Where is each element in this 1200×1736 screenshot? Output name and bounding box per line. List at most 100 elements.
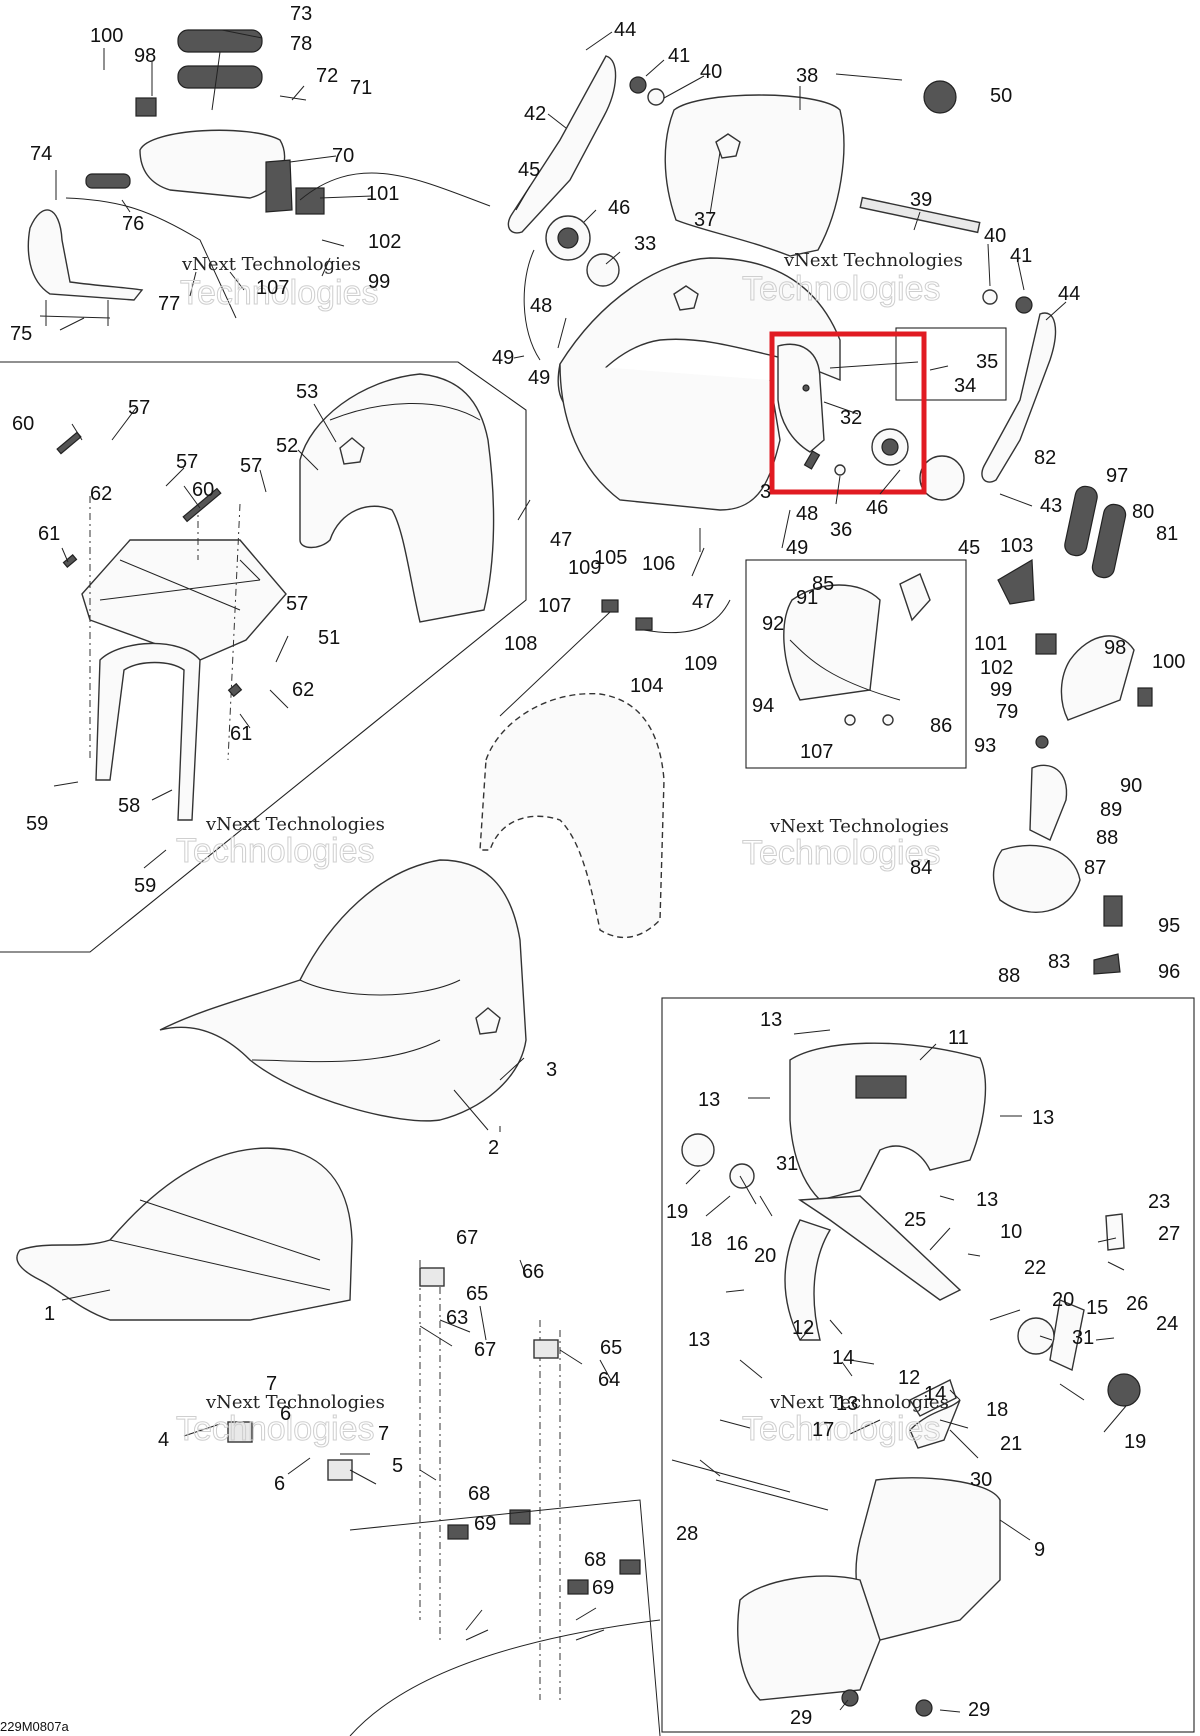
part-label: 79	[996, 701, 1018, 723]
right-grip-assembly	[992, 485, 1153, 975]
part-label: 33	[634, 233, 656, 255]
part-label: 98	[1104, 637, 1126, 659]
part-label: 69	[474, 1513, 496, 1535]
part-label: 59	[134, 875, 156, 897]
part-label: 100	[1152, 651, 1185, 673]
part-label: 48	[530, 295, 552, 317]
handgrip-assembly	[27, 29, 491, 326]
part-label: 49	[528, 367, 550, 389]
part-label: 98	[134, 45, 156, 67]
part-label: 88	[998, 965, 1020, 987]
part-label: 60	[192, 479, 214, 501]
part-label: 107	[256, 277, 289, 299]
part-label: 68	[468, 1483, 490, 1505]
part-label: 101	[366, 183, 399, 205]
part-label: 75	[10, 323, 32, 345]
part-label: 41	[668, 45, 690, 67]
part-label: 7	[266, 1373, 277, 1395]
part-label: 18	[690, 1229, 712, 1251]
part-label: 92	[762, 613, 784, 635]
part-label: 16	[726, 1233, 748, 1255]
seat-frame-left	[56, 431, 287, 821]
part-label: 67	[456, 1227, 478, 1249]
part-label: 41	[1010, 245, 1032, 267]
part-label: 61	[230, 723, 252, 745]
part-label: 108	[504, 633, 537, 655]
part-label: 13	[1032, 1107, 1054, 1129]
part-label: 15	[1086, 1297, 1108, 1319]
bottom-right-detail-box	[661, 997, 1195, 1733]
part-label: 61	[38, 523, 60, 545]
part-label: 97	[1106, 465, 1128, 487]
part-label: 78	[290, 33, 312, 55]
part-label: 31	[776, 1153, 798, 1175]
rear-seat-cover-assembly	[299, 373, 495, 623]
part-label: 67	[474, 1339, 496, 1361]
part-label: 32	[840, 407, 862, 429]
part-label: 26	[1126, 1293, 1148, 1315]
part-label: 84	[910, 857, 932, 879]
part-label: 29	[790, 1707, 812, 1729]
highlighted-part-32-region	[769, 331, 965, 501]
part-label: 51	[318, 627, 340, 649]
part-label: 76	[122, 213, 144, 235]
part-label: 14	[832, 1347, 854, 1369]
part-label: 102	[368, 231, 401, 253]
part-label: 53	[296, 381, 318, 403]
watermark-outline: Technologies	[742, 1410, 940, 1448]
part-label: 28	[676, 1523, 698, 1545]
part-label: 47	[550, 529, 572, 551]
part-label: 45	[958, 537, 980, 559]
part-label: 6	[280, 1403, 291, 1425]
part-label: 30	[970, 1469, 992, 1491]
part-label: 105	[594, 547, 627, 569]
part-label: 109	[568, 557, 601, 579]
part-label: 44	[614, 19, 636, 41]
watermark-outline: Technologies	[742, 270, 940, 308]
part-label: 64	[598, 1369, 620, 1391]
part-label: 47	[692, 591, 714, 613]
part-label: 69	[592, 1577, 614, 1599]
watermark-outline: Technologies	[176, 1410, 374, 1448]
part-label: 9	[1034, 1539, 1045, 1561]
part-label: 81	[1156, 523, 1178, 545]
part-label: 3	[760, 481, 771, 503]
mounting-brackets	[227, 1260, 661, 1736]
part-label: 34	[954, 375, 976, 397]
part-label: 14	[924, 1383, 946, 1405]
part-label: 3	[546, 1059, 557, 1081]
part-label: 6	[274, 1473, 285, 1495]
part-label: 46	[608, 197, 630, 219]
part-label: 24	[1156, 1313, 1178, 1335]
part-label: 12	[792, 1317, 814, 1339]
watermarks: vNext Technologies Technologies vNext Te…	[176, 250, 963, 1449]
part-label: 87	[1084, 857, 1106, 879]
left-detail-frame	[0, 361, 527, 953]
part-label: 70	[332, 145, 354, 167]
wiring-harness	[499, 573, 931, 726]
part-label: 45	[518, 159, 540, 181]
part-label: 65	[600, 1337, 622, 1359]
part-label: 48	[796, 503, 818, 525]
part-label: 89	[1100, 799, 1122, 821]
harness-detail-box	[745, 559, 967, 769]
part-label: 103	[1000, 535, 1033, 557]
drawing-code: 229M0807a	[0, 1719, 69, 1734]
part-label: 13	[698, 1089, 720, 1111]
part-label: 80	[1132, 501, 1154, 523]
part-label: 102	[980, 657, 1013, 679]
part-label: 23	[1148, 1191, 1170, 1213]
part-label: 86	[930, 715, 952, 737]
part-label: 38	[796, 65, 818, 87]
part-label: 100	[90, 25, 123, 47]
watermark-text: vNext Technologies	[769, 1392, 949, 1413]
part-label: 94	[752, 695, 774, 717]
part-label: 72	[316, 65, 338, 87]
part-label: 25	[904, 1209, 926, 1231]
part-label: 50	[990, 85, 1012, 107]
part-label: 74	[30, 143, 52, 165]
watermark-text: vNext Technologies	[205, 814, 385, 835]
part-label: 109	[684, 653, 717, 675]
part-label: 22	[1024, 1257, 1046, 1279]
